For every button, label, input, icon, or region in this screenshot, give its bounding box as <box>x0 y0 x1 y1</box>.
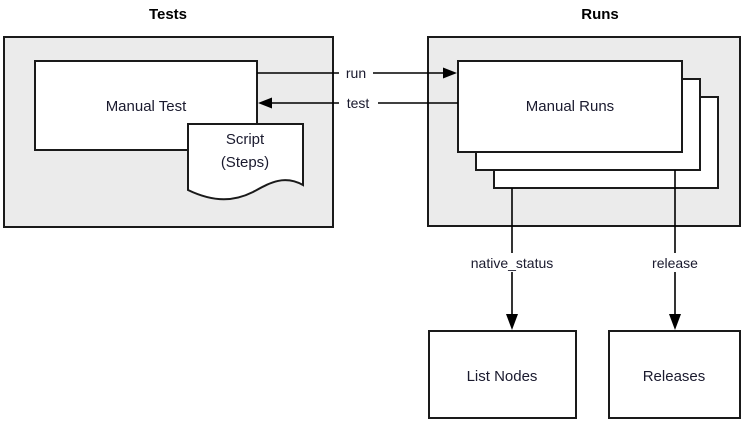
manual-runs-box[interactable] <box>457 60 683 153</box>
edge-run-arrowhead <box>443 67 457 79</box>
group-title-runs: Runs <box>581 6 619 23</box>
releases-label: Releases <box>643 368 706 385</box>
edge-native-status-arrowhead <box>506 314 518 330</box>
edge-run-label: run <box>346 65 366 81</box>
edge-native-status-label-bg <box>452 253 572 272</box>
edge-release-arrowhead <box>669 314 681 330</box>
script-label-line2: (Steps) <box>221 154 269 171</box>
edge-run-label-bg <box>339 63 373 82</box>
script-document-shape[interactable] <box>187 123 304 201</box>
manual-test-label: Manual Test <box>106 98 187 115</box>
list-nodes-label: List Nodes <box>467 368 538 385</box>
releases-box[interactable] <box>608 330 741 419</box>
edge-native-status-label: native_status <box>471 255 554 271</box>
edge-test-arrowhead <box>258 97 272 109</box>
script-label-line1: Script <box>226 131 265 148</box>
group-title-tests: Tests <box>149 6 187 23</box>
edge-release-label: release <box>652 255 698 271</box>
list-nodes-box[interactable] <box>428 330 577 419</box>
manual-runs-label: Manual Runs <box>526 98 614 115</box>
edge-release-label-bg <box>641 253 709 272</box>
edge-test-label-bg <box>339 93 378 112</box>
edge-test-label: test <box>347 95 370 111</box>
